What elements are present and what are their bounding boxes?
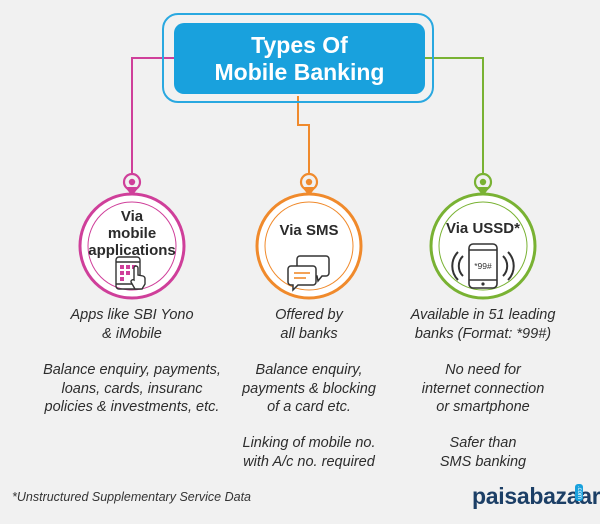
title-frame bbox=[162, 13, 434, 103]
sms-details: Balance enquiry, payments & blocking of … bbox=[211, 361, 407, 417]
sms-extra-line-2: with A/c no. required bbox=[243, 453, 375, 470]
title-line-2: Mobile Banking bbox=[214, 58, 385, 85]
app-desc-line-2: & iMobile bbox=[102, 325, 162, 342]
ussd-code: *99# bbox=[474, 261, 492, 271]
circle-app bbox=[78, 192, 186, 300]
app-details: Balance enquiry, payments, loans, cards,… bbox=[34, 361, 230, 417]
sms-description: Offered by all banks bbox=[211, 306, 407, 343]
label-sms: Via SMS bbox=[259, 222, 359, 239]
label-app-line-3: applications bbox=[88, 242, 176, 259]
title-line-1: Types Of bbox=[251, 31, 348, 58]
ussd-detail-line-3: or smartphone bbox=[436, 399, 530, 415]
circle-sms bbox=[255, 192, 363, 300]
ussd-description: Available in 51 leading banks (Format: *… bbox=[385, 306, 581, 343]
ussd-desc-line-2: banks (Format: *99#) bbox=[414, 325, 552, 342]
brand-tag: .com bbox=[575, 484, 583, 502]
app-detail-line-2: loans, cards, insuranc bbox=[61, 380, 203, 397]
label-sms-text: Via SMS bbox=[279, 222, 339, 239]
sms-desc-line-2: all banks bbox=[280, 325, 338, 342]
app-detail-line-3: policies & investments, etc. bbox=[44, 399, 220, 415]
sms-detail-line-1: Balance enquiry, bbox=[255, 362, 363, 378]
ussd-details: No need for internet connection or smart… bbox=[385, 361, 581, 417]
app-detail-line-1: Balance enquiry, payments, bbox=[43, 362, 221, 378]
chat-bubbles-icon bbox=[287, 255, 330, 292]
mobile-app-touch-icon bbox=[115, 256, 146, 290]
pin-sms bbox=[299, 172, 319, 196]
ussd-desc-line-1: Available in 51 leading bbox=[410, 307, 556, 323]
ussd-extra: Safer than SMS banking bbox=[385, 434, 581, 471]
sms-detail-line-2: payments & blocking bbox=[242, 380, 376, 397]
connector-ussd bbox=[424, 57, 484, 181]
connector-app bbox=[131, 57, 176, 181]
sms-detail-line-3: of a card etc. bbox=[267, 399, 351, 415]
ussd-detail-line-2: internet connection bbox=[421, 380, 545, 397]
page-title: Types Of Mobile Banking bbox=[174, 23, 425, 94]
sms-extra: Linking of mobile no. with A/c no. requi… bbox=[211, 434, 407, 471]
circle-ussd bbox=[429, 192, 537, 300]
pin-ussd bbox=[473, 172, 493, 196]
footnote: *Unstructured Supplementary Service Data bbox=[12, 490, 252, 504]
ussd-detail-line-1: No need for bbox=[445, 362, 521, 378]
ussd-extra-line-2: SMS banking bbox=[439, 453, 527, 470]
app-desc-line-1: Apps like SBI Yono bbox=[70, 307, 194, 323]
phone-ussd-icon bbox=[451, 243, 515, 289]
sms-desc-line-1: Offered by bbox=[275, 307, 343, 323]
sms-extra-line-1: Linking of mobile no. bbox=[242, 435, 376, 451]
ussd-extra-line-1: Safer than bbox=[449, 435, 517, 451]
label-app: Via mobile applications bbox=[82, 208, 182, 259]
pin-app bbox=[122, 172, 142, 196]
connector-sms bbox=[297, 96, 310, 181]
label-app-line-2: mobile bbox=[107, 225, 157, 242]
label-app-line-1: Via bbox=[120, 208, 144, 225]
label-ussd: Via USSD* bbox=[433, 220, 533, 237]
app-description: Apps like SBI Yono & iMobile bbox=[34, 306, 230, 343]
label-ussd-text: Via USSD* bbox=[446, 220, 520, 237]
